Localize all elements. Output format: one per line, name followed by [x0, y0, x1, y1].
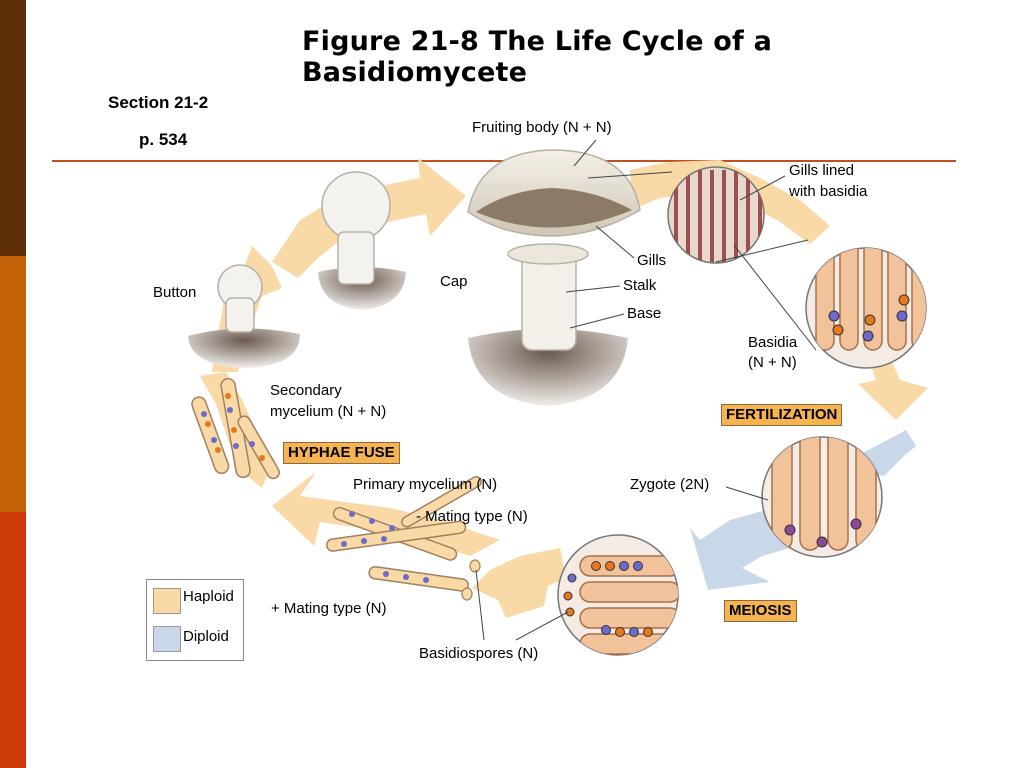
label-gills: Gills: [637, 252, 667, 269]
label-minus-mating: - Mating type (N): [416, 508, 528, 525]
stage-fertilization: FERTILIZATION: [721, 404, 843, 426]
label-basidiospores: Basidiospores (N): [419, 645, 539, 662]
legend: Haploid Diploid: [146, 579, 244, 661]
label-primary-mycelium: Primary mycelium (N): [353, 476, 498, 493]
label-base: Base: [627, 305, 662, 322]
legend-diploid-label: Diploid: [183, 628, 229, 645]
slide-title: Figure 21-8 The Life Cycle of a Basidiom…: [302, 26, 773, 88]
stage-hyphae-fuse: HYPHAE FUSE: [283, 442, 400, 464]
label-basidia-1: Basidia: [748, 334, 798, 351]
leader-lines: [475, 139, 817, 641]
side-band-red: [0, 512, 26, 768]
label-secondary-1: Secondary: [270, 382, 342, 399]
label-button: Button: [153, 284, 197, 301]
primary-mycelium-hyphae: [326, 476, 482, 592]
label-gills-lined-1: Gills lined: [789, 162, 855, 179]
gills-zoom-circle: [667, 166, 765, 264]
young-mushroom: [318, 171, 406, 310]
arrow-mature-to-gills: [630, 160, 830, 244]
meiosis-circle: [557, 534, 679, 656]
button-mushroom: [188, 264, 300, 368]
legend-haploid-label: Haploid: [183, 588, 234, 605]
arrow-meiosis-to-spores: [472, 548, 566, 618]
side-band-dark: [0, 0, 26, 256]
legend-haploid-swatch: [153, 588, 181, 614]
primary-mycelium-nuclei: [341, 511, 429, 583]
label-cap: Cap: [440, 273, 468, 290]
side-band-orange: [0, 256, 26, 512]
zygote-circle: [761, 436, 883, 558]
label-secondary-2: mycelium (N + N): [270, 403, 387, 420]
label-stalk: Stalk: [623, 277, 657, 294]
basidia-circle: [805, 247, 927, 369]
secondary-mycelium-nuclei: [201, 393, 265, 461]
section-label: Section 21-2: [108, 93, 209, 112]
stage-meiosis: MEIOSIS: [724, 600, 797, 622]
label-plus-mating: + Mating type (N): [271, 600, 387, 617]
page-label: p. 534: [139, 130, 188, 149]
label-basidia-2: (N + N): [748, 354, 797, 371]
label-fruiting-body: Fruiting body (N + N): [472, 119, 612, 136]
label-gills-lined-2: with basidia: [789, 183, 868, 200]
label-zygote: Zygote (2N): [630, 476, 710, 493]
loose-basidiospores: [461, 559, 481, 601]
arrow-zygote-to-meiosis: [690, 510, 790, 590]
mature-mushroom: [467, 149, 641, 406]
legend-diploid-swatch: [153, 626, 181, 652]
